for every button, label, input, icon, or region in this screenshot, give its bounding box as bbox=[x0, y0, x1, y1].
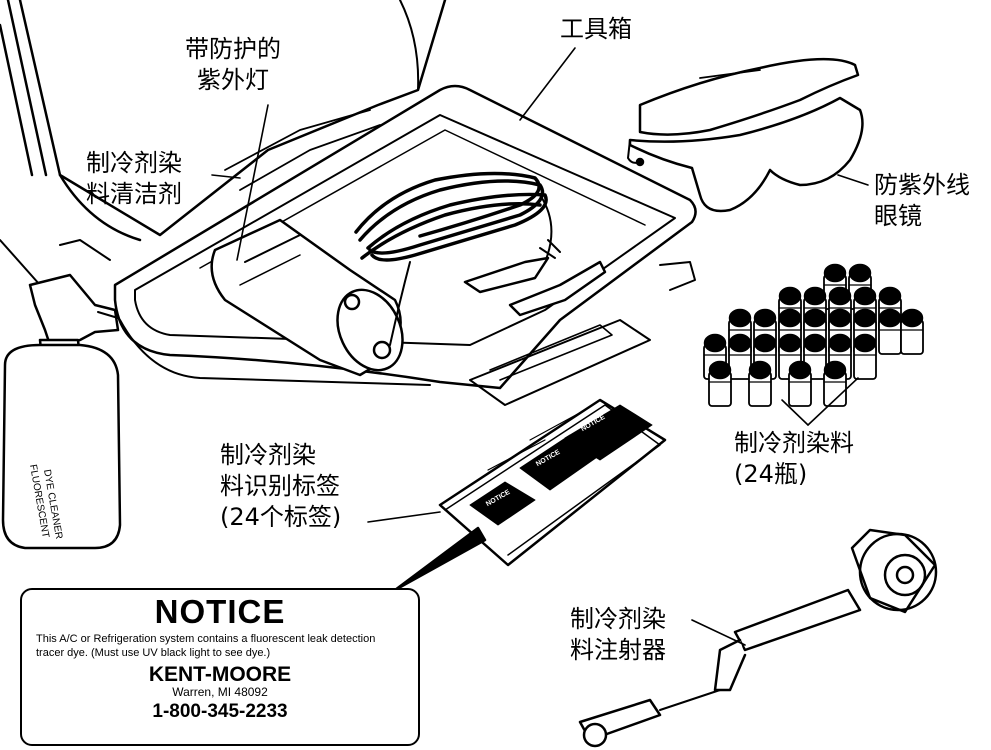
label-dye-line1: 制冷剂染料 bbox=[734, 428, 854, 459]
battery-clamps bbox=[465, 240, 605, 315]
label-id-labels: 制冷剂染 料识别标签 (24个标签) bbox=[220, 440, 341, 533]
zoom-beam bbox=[395, 528, 485, 590]
label-uv-lamp-line2: 紫外灯 bbox=[185, 65, 281, 96]
dye-bottle bbox=[749, 362, 771, 406]
notice-brand: KENT-MOORE bbox=[22, 664, 418, 686]
notice-body: This A/C or Refrigeration system contain… bbox=[22, 632, 418, 660]
label-dye-line2: (24瓶) bbox=[734, 459, 854, 490]
label-id-labels-line1: 制冷剂染 bbox=[220, 440, 341, 471]
label-id-labels-line2: 料识别标签 bbox=[220, 471, 341, 502]
uv-goggles bbox=[628, 59, 862, 211]
notice-heading: NOTICE bbox=[22, 594, 418, 630]
label-goggles-line1: 防紫外线 bbox=[874, 170, 970, 201]
notice-label-card: NOTICE This A/C or Refrigeration system … bbox=[20, 588, 420, 746]
label-cleaner-line2: 料清洁剂 bbox=[86, 179, 182, 210]
dye-bottle bbox=[854, 335, 876, 379]
notice-phone: 1-800-345-2233 bbox=[22, 701, 418, 722]
label-injector-line2: 料注射器 bbox=[570, 635, 666, 666]
label-uv-lamp-line1: 带防护的 bbox=[185, 34, 281, 65]
label-injector: 制冷剂染 料注射器 bbox=[570, 604, 666, 666]
dye-bottle bbox=[901, 310, 923, 354]
label-id-labels-line3: (24个标签) bbox=[220, 502, 341, 533]
label-toolbox: 工具箱 bbox=[560, 14, 632, 45]
label-goggles: 防紫外线 眼镜 bbox=[874, 170, 970, 232]
dye-bottle-group bbox=[704, 265, 923, 406]
label-uv-lamp: 带防护的 紫外灯 bbox=[185, 34, 281, 96]
dye-bottle bbox=[879, 310, 901, 354]
label-goggles-line2: 眼镜 bbox=[874, 201, 970, 232]
label-injector-line1: 制冷剂染 bbox=[570, 604, 666, 635]
label-dye: 制冷剂染料 (24瓶) bbox=[734, 428, 854, 490]
dye-bottle bbox=[709, 362, 731, 406]
dye-bottle bbox=[729, 335, 751, 379]
label-cleaner: 制冷剂染 料清洁剂 bbox=[86, 148, 182, 210]
label-cleaner-line1: 制冷剂染 bbox=[86, 148, 182, 179]
notice-city: Warren, MI 48092 bbox=[22, 686, 418, 699]
label-toolbox-text: 工具箱 bbox=[560, 15, 632, 43]
cleaner-spray-bottle: FLUORESCENT DYE CLEANER bbox=[0, 240, 120, 548]
dye-bottle bbox=[789, 362, 811, 406]
